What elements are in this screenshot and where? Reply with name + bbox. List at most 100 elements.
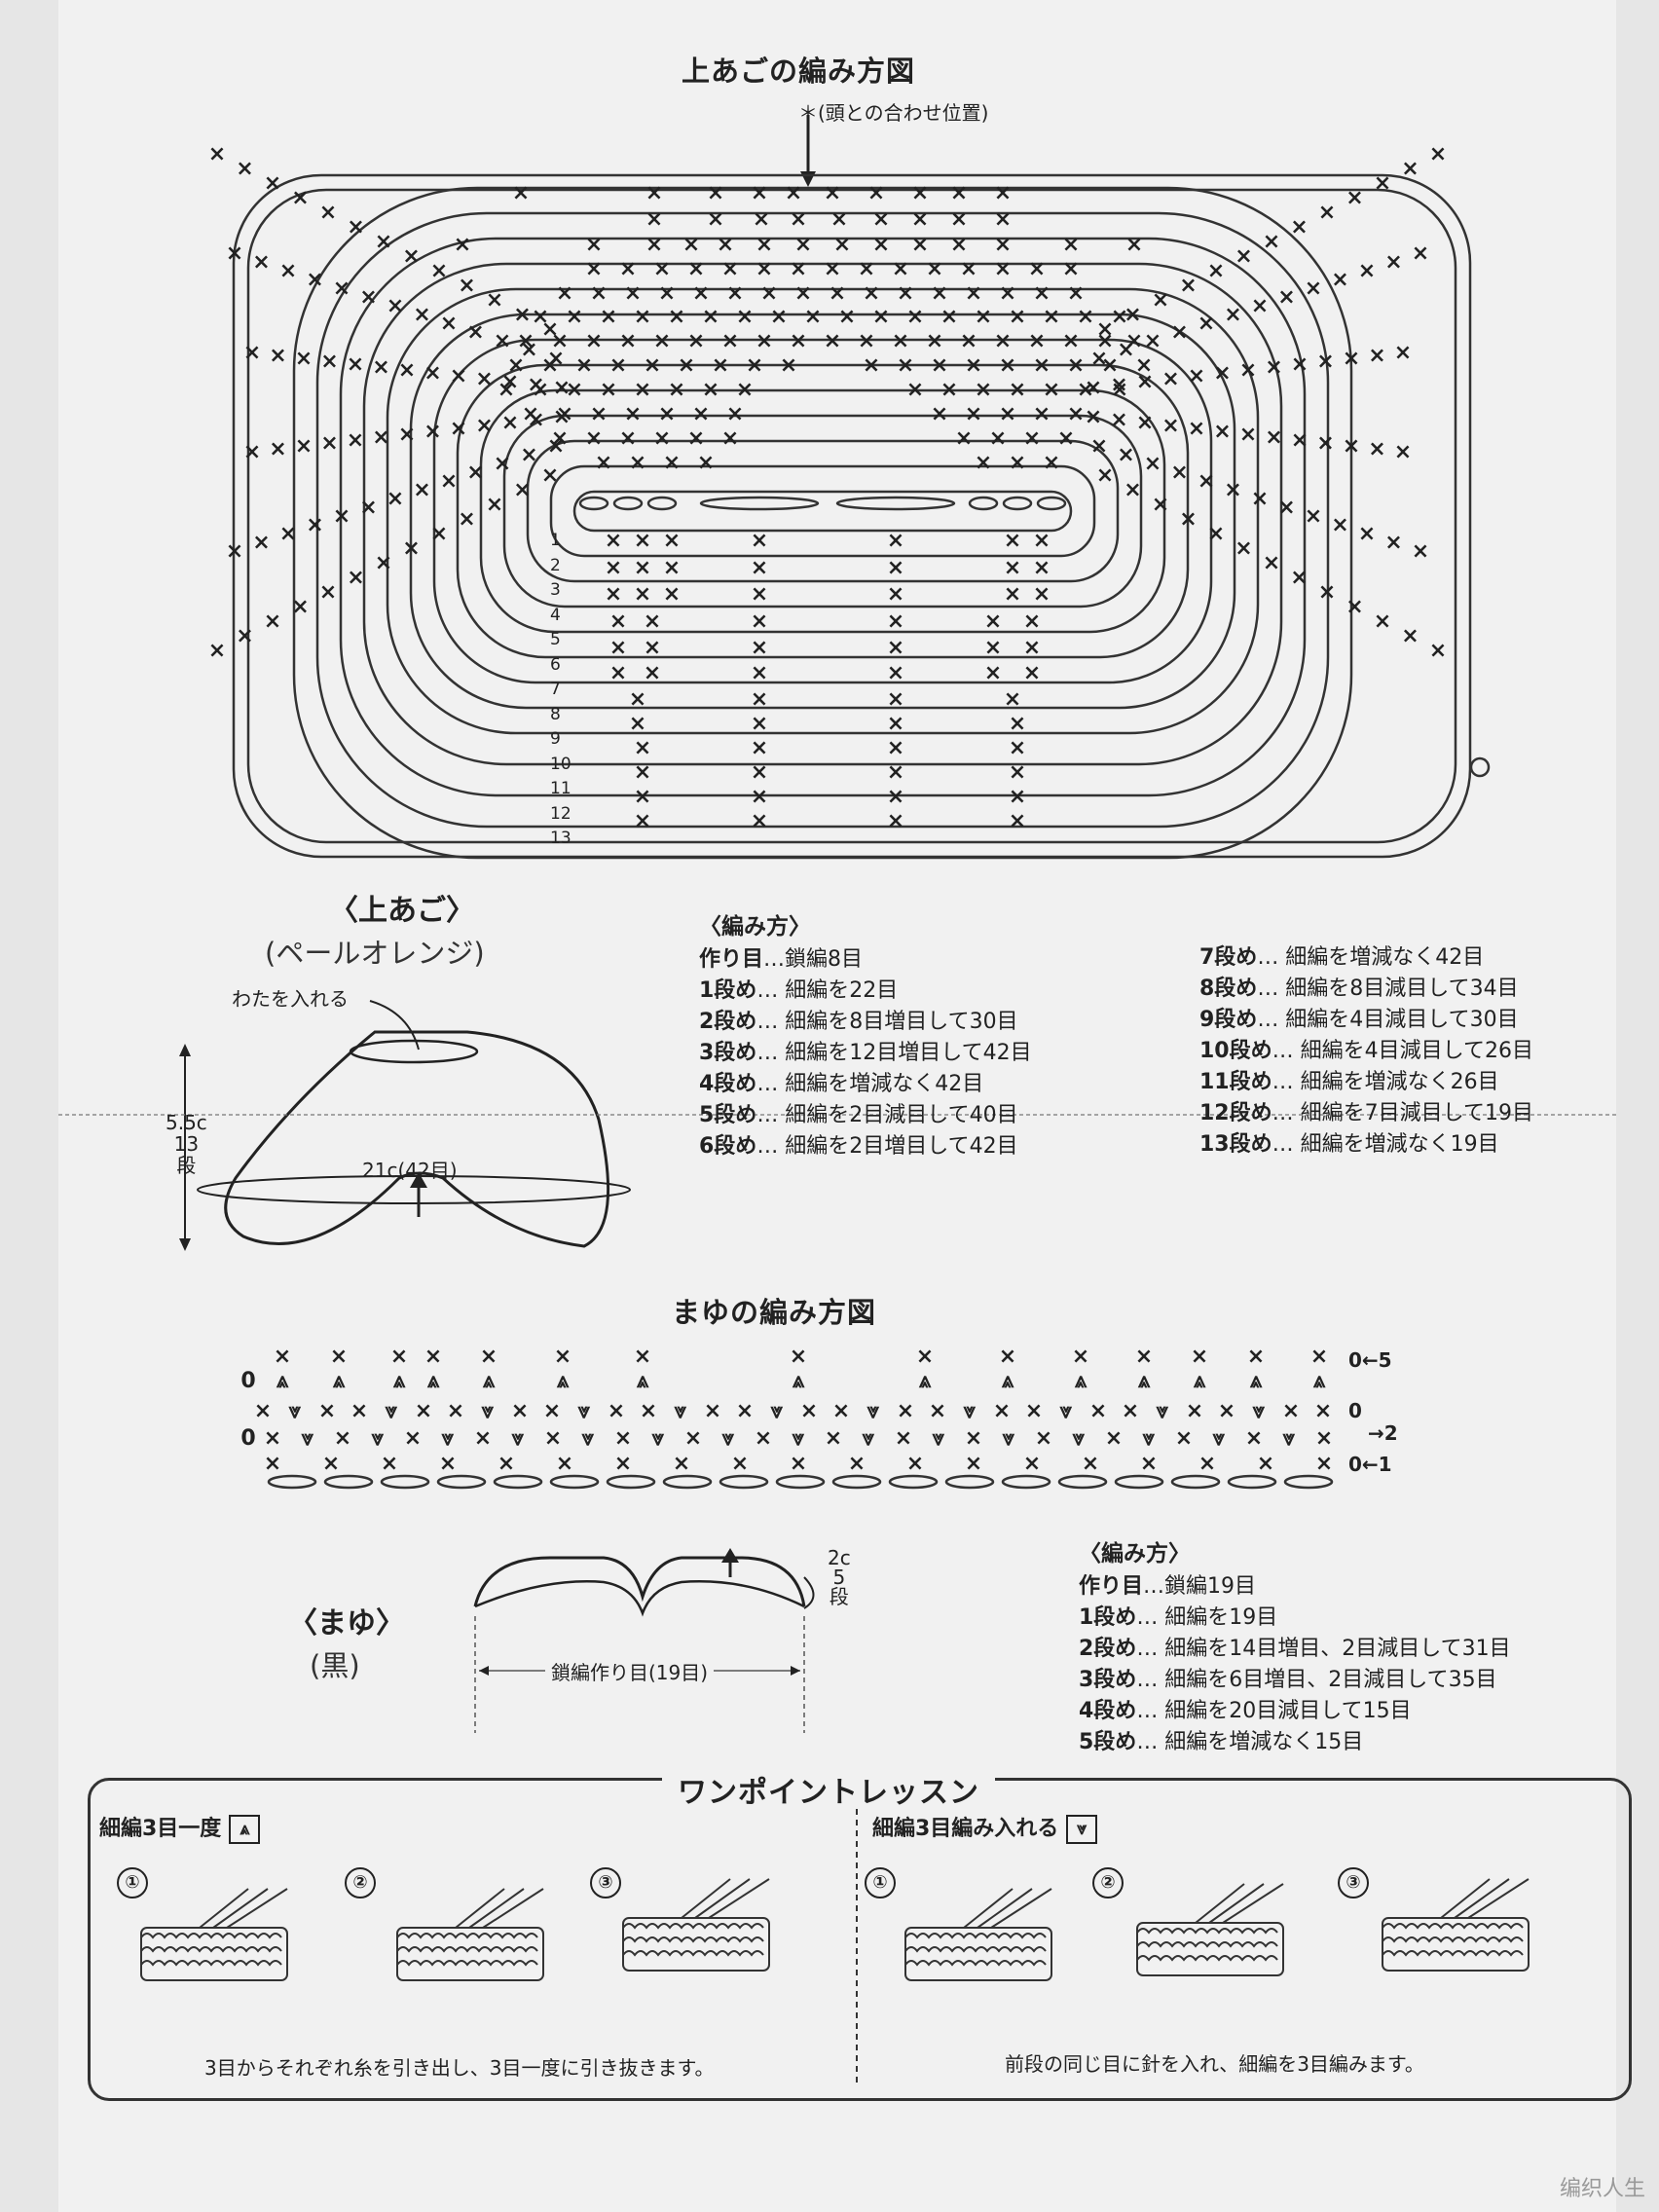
stitch-top-8-4: × [634,378,651,402]
brow-r2-stitch-25: ⩔ [1142,1426,1156,1451]
step-label: 8段め [1199,977,1258,1001]
brow-r3-stitch-20: × [897,1399,914,1423]
stitch-bottom-3-1: × [644,609,661,634]
step-text: … 細編を22目 [756,978,899,1003]
brow-r5-stitch-4: × [480,1345,498,1369]
stitch-top-3-11: × [960,257,977,281]
stitch-right-3-3: × [1161,414,1179,438]
brow-chain-stitch-6 [606,1474,656,1490]
stitch-right-9-4: × [1331,513,1348,537]
row-number-8: 8 [550,704,561,724]
step-row: 11段め… 細編を増減なく26目 [1199,1067,1533,1098]
step-row: 作り目…鎖編19目 [1079,1571,1511,1603]
stitch-bottom-9-1: × [751,760,768,785]
stitch-top-6-15: × [1028,329,1046,353]
round-outline-11 [339,237,1307,797]
stitch-bottom-11-3: × [1009,809,1026,833]
stitch-bottom-4-5: × [1023,636,1041,660]
stitch-right-11-3: × [1368,437,1385,461]
stitch-top-6-0: × [517,329,535,353]
stitch-left-1-1: × [520,338,537,362]
stitch-right-9-3: × [1316,431,1334,456]
stitch-right-0-3: × [1085,405,1102,429]
upper-width-label: 21c(42目) [362,1159,458,1182]
brow-r2-stitch-15: ⩔ [792,1426,805,1451]
stitch-top-3-12: × [994,257,1012,281]
brow-r5-stitch-5: × [554,1345,571,1369]
stitch-top-6-13: × [960,329,977,353]
stitch-left-12-4: × [226,539,243,564]
brow-r1-stitch-4: × [498,1452,515,1476]
left-step-3: ③ [590,1867,621,1899]
stitch-left-10-2: × [295,347,313,371]
upper-chart-title: 上あごの編み方図 [682,55,916,88]
brow-r3-stitch-2: × [318,1399,336,1423]
brow-r3-stitch-1: ⩔ [288,1399,302,1423]
stitch-top-2-12: × [1062,233,1080,257]
lesson-illustration-1 [140,1888,288,1981]
stitch-right-5-2: × [1213,361,1231,386]
stitch-left-4-5: × [430,522,448,546]
round-outline-3 [526,439,1120,583]
brow-r1-stitch-3: × [439,1452,457,1476]
brow-r2-stitch-27: ⩔ [1212,1426,1226,1451]
stitch-top-6-11: × [892,329,909,353]
step-text: …鎖編19目 [1143,1574,1257,1599]
stitch-left-11-0: × [236,157,253,181]
stitch-bottom-3-4: × [984,609,1002,634]
brow-r1-stitch-0: × [264,1452,281,1476]
stitch-top-4-0: × [556,281,573,306]
brow-r3-stitch-33: × [1314,1399,1332,1423]
stitch-top-3-5: × [756,257,773,281]
upper-piece-title: 〈上あご〉 [329,894,475,928]
stitch-left-6-1: × [387,294,404,318]
brow-r2-stitch-20: × [965,1426,982,1451]
stitch-left-4-2: × [450,364,467,388]
stitch-left-3-3: × [475,414,493,438]
stitch-bottom-4-4: × [984,636,1002,660]
step-row: 6段め… 細編を2目増目して42目 [699,1131,1032,1162]
step-row: 4段め… 細編を20目減目して15目 [1079,1696,1511,1727]
stitch-right-11-2: × [1368,344,1385,368]
brow-r5-stitch-3: × [424,1345,442,1369]
stitch-top-7-12: × [965,353,982,378]
stitch-right-2-4: × [1144,452,1161,476]
stitch-left-0-0: × [541,317,559,342]
stitch-right-3-2: × [1161,367,1179,391]
brow-r1-stitch-8: × [731,1452,749,1476]
outer-outline-2 [246,188,1457,844]
stitch-top-3-10: × [926,257,943,281]
stitch-right-1-1: × [1117,338,1134,362]
brow-r5-stitch-10: × [1072,1345,1089,1369]
stitch-bottom-5-2: × [751,661,768,685]
stitch-top-7-0: × [507,353,525,378]
stitch-top-9-10: × [1033,402,1051,426]
round-outline-9 [386,287,1260,735]
step-label: 3段め [1079,1668,1137,1692]
stitch-right-5-1: × [1224,303,1241,327]
stitch-top-3-1: × [619,257,637,281]
brow-r3-stitch-0: × [254,1399,272,1423]
stitch-top-9-3: × [624,402,642,426]
stitch-top-9-9: × [999,402,1016,426]
right-heading-text: 細編3目編み入れる [872,1817,1059,1841]
stitch-top-1-1: × [707,207,724,232]
stitch-left-9-0: × [291,186,309,210]
stitch-top-1-2: × [753,207,770,232]
lesson-left-caption: 3目からそれぞれ糸を引き出し、3目一度に引き抜きます。 [204,2056,715,2080]
brow-r3-stitch-17: × [800,1399,818,1423]
stitch-top-6-14: × [994,329,1012,353]
brow-color-name: (黒) [310,1649,360,1682]
stitch-top-4-15: × [1067,281,1085,306]
stitch-bottom-2-1: × [634,582,651,607]
brow-chain-stitch-1 [323,1474,374,1490]
brow-r1-stitch-15: × [1140,1452,1158,1476]
brow-r2-stitch-28: × [1245,1426,1263,1451]
stitch-right-5-5: × [1235,536,1252,561]
stitch-right-4-5: × [1207,522,1225,546]
stitch-bottom-5-3: × [887,661,904,685]
brow-r3-stitch-12: × [640,1399,657,1423]
brow-r4-stitch-9: ⩓ [1002,1369,1014,1393]
stitch-left-11-5: × [236,624,253,648]
